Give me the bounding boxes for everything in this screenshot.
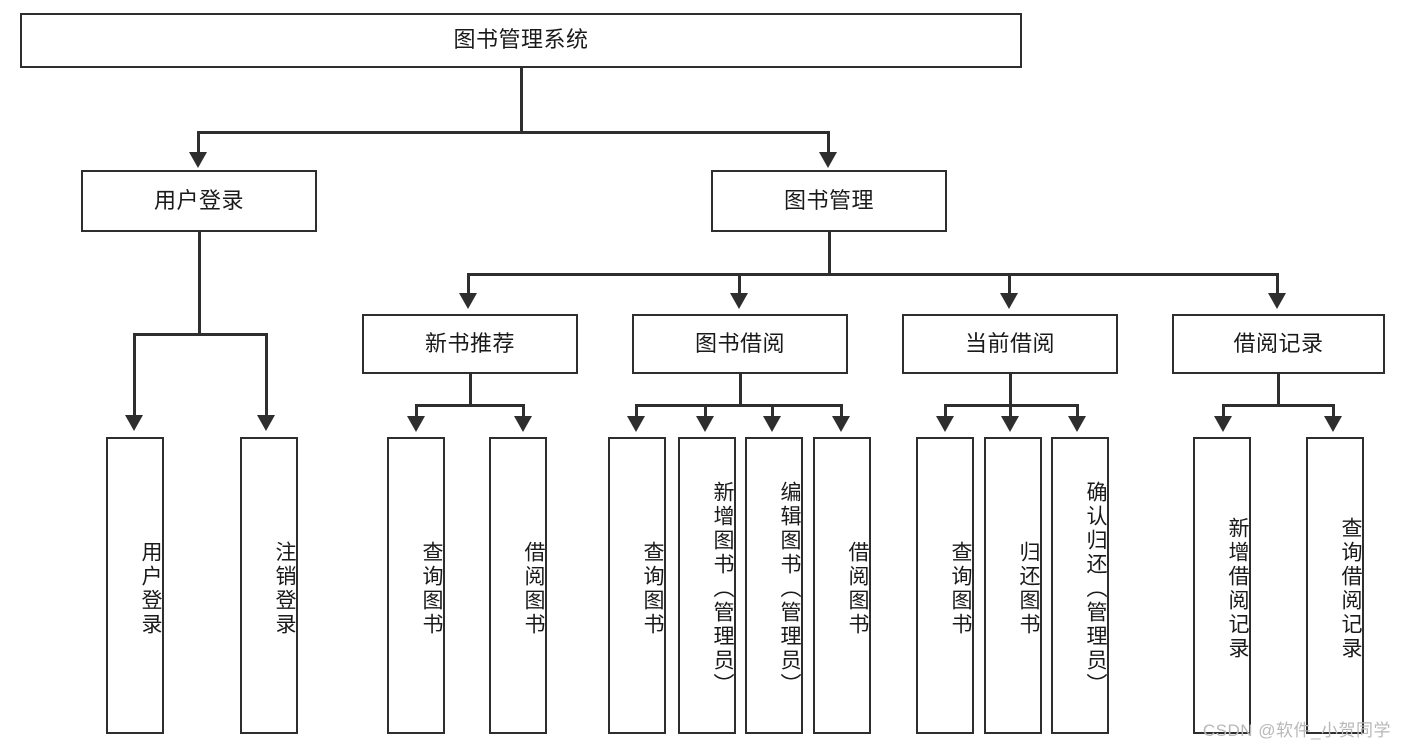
- node-label: 确认归还（管理员）: [1084, 480, 1107, 697]
- node-label: 查询图书: [949, 540, 972, 637]
- arrowhead-bb-add-book: [696, 416, 714, 432]
- arrowhead-bb-edit-book: [763, 416, 781, 432]
- node-new-book-recommend[interactable]: 新书推荐: [362, 314, 578, 374]
- connector-br-drop-1: [1222, 404, 1225, 420]
- leaf-nb-borrow-book[interactable]: 借阅图书: [489, 437, 547, 734]
- arrowhead-leaf-logout: [257, 415, 275, 431]
- leaf-nb-query-book[interactable]: 查询图书: [387, 437, 445, 734]
- node-book-borrow[interactable]: 图书借阅: [632, 314, 848, 374]
- connector-new-book-stem: [469, 374, 472, 404]
- node-label: 借阅图书: [522, 540, 545, 637]
- node-book-management[interactable]: 图书管理: [711, 170, 947, 232]
- connector-new-book-drop-2: [522, 404, 525, 420]
- arrowhead-new-book: [459, 293, 477, 309]
- leaf-cb-return-book[interactable]: 归还图书: [984, 437, 1042, 734]
- node-label: 查询借阅记录: [1339, 516, 1362, 661]
- connector-user-login-drop-1: [133, 333, 136, 419]
- connector-bb-drop-1: [635, 404, 638, 420]
- leaf-br-add-record[interactable]: 新增借阅记录: [1193, 437, 1251, 734]
- node-label: 图书管理系统: [453, 27, 589, 53]
- leaf-cb-query-book[interactable]: 查询图书: [916, 437, 974, 734]
- arrowhead-bb-borrow-book: [832, 416, 850, 432]
- arrowhead-cb-confirm-return: [1068, 416, 1086, 432]
- arrowhead-bb-query-book: [627, 416, 645, 432]
- connector-user-login-bus: [133, 333, 268, 336]
- arrowhead-current-borrow: [1000, 293, 1018, 309]
- node-label: 归还图书: [1017, 540, 1040, 637]
- node-label: 用户登录: [153, 187, 244, 213]
- arrowhead-cb-return-book: [1001, 416, 1019, 432]
- connector-current-borrow-stem: [1009, 374, 1012, 404]
- connector-cb-drop-2: [1009, 404, 1012, 420]
- node-borrow-record[interactable]: 借阅记录: [1172, 314, 1385, 374]
- connector-drop-new-book: [467, 273, 470, 297]
- node-label: 查询图书: [641, 540, 664, 637]
- arrowhead-cb-query-book: [936, 416, 954, 432]
- node-label: 图书管理: [783, 187, 874, 213]
- leaf-bb-borrow-book[interactable]: 借阅图书: [813, 437, 871, 734]
- node-label: 查询图书: [420, 540, 443, 637]
- connector-user-login-drop-2: [265, 333, 268, 419]
- connector-book-manage-stem: [828, 232, 831, 273]
- connector-br-drop-2: [1332, 404, 1335, 420]
- connector-cb-drop-1: [944, 404, 947, 420]
- arrowhead-book-borrow: [730, 293, 748, 309]
- arrowhead-nb-query-book: [407, 416, 425, 432]
- connector-drop-book-borrow: [738, 273, 741, 297]
- node-current-borrow[interactable]: 当前借阅: [902, 314, 1118, 374]
- node-label: 新增图书（管理员）: [711, 480, 734, 697]
- arrowhead-user-login: [189, 152, 207, 168]
- node-label: 图书借阅: [694, 330, 785, 356]
- connector-cb-drop-3: [1076, 404, 1079, 420]
- node-label: 借阅图书: [846, 540, 869, 637]
- leaf-bb-edit-book[interactable]: 编辑图书（管理员）: [745, 437, 803, 734]
- connector-drop-current-borrow: [1008, 273, 1011, 297]
- node-label: 借阅记录: [1233, 330, 1324, 356]
- arrowhead-nb-borrow-book: [514, 416, 532, 432]
- connector-bb-drop-4: [840, 404, 843, 420]
- leaf-user-login[interactable]: 用户登录: [106, 437, 164, 734]
- connector-new-book-bus: [415, 404, 525, 407]
- node-label: 新书推荐: [424, 330, 515, 356]
- node-label: 用户登录: [139, 540, 162, 637]
- node-label: 当前借阅: [964, 330, 1055, 356]
- leaf-bb-query-book[interactable]: 查询图书: [608, 437, 666, 734]
- connector-bb-drop-3: [771, 404, 774, 420]
- arrowhead-book-manage: [819, 152, 837, 168]
- node-label: 注销登录: [273, 540, 296, 637]
- connector-book-borrow-bus: [635, 404, 843, 407]
- connector-root-to-book-manage: [827, 131, 830, 156]
- arrowhead-br-query-record: [1324, 416, 1342, 432]
- connector-borrow-record-bus: [1222, 404, 1335, 407]
- connector-root-stem: [520, 68, 523, 131]
- node-user-login[interactable]: 用户登录: [81, 170, 317, 232]
- leaf-cb-confirm-return[interactable]: 确认归还（管理员）: [1051, 437, 1109, 734]
- connector-borrow-record-stem: [1277, 374, 1280, 404]
- leaf-bb-add-book[interactable]: 新增图书（管理员）: [678, 437, 736, 734]
- node-label: 新增借阅记录: [1226, 516, 1249, 661]
- connector-bb-drop-2: [704, 404, 707, 420]
- connector-level2-bus: [467, 273, 1279, 276]
- connector-root-bus: [197, 131, 829, 134]
- arrowhead-borrow-record: [1268, 293, 1286, 309]
- arrowhead-leaf-user-login: [125, 415, 143, 431]
- connector-root-to-user-login: [197, 131, 200, 156]
- connector-book-borrow-stem: [739, 374, 742, 404]
- connector-user-login-stem: [198, 232, 201, 333]
- node-root-system[interactable]: 图书管理系统: [20, 13, 1022, 68]
- node-label: 编辑图书（管理员）: [778, 480, 801, 697]
- leaf-br-query-record[interactable]: 查询借阅记录: [1306, 437, 1364, 734]
- connector-new-book-drop-1: [415, 404, 418, 420]
- connector-drop-borrow-record: [1276, 273, 1279, 297]
- leaf-logout[interactable]: 注销登录: [240, 437, 298, 734]
- arrowhead-br-add-record: [1214, 416, 1232, 432]
